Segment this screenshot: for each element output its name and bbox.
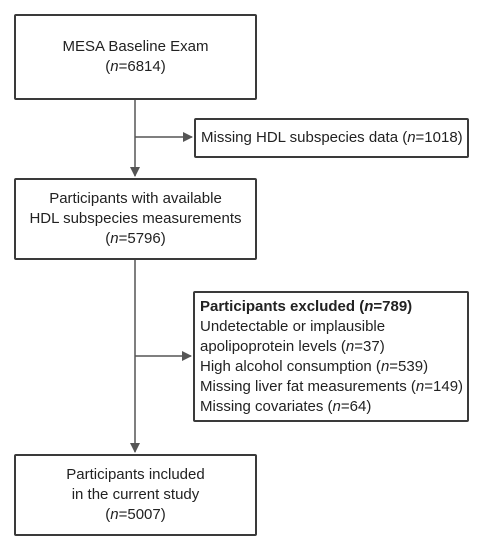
included-count: (n=5007) xyxy=(105,506,166,523)
available-hdl-count: (n=5796) xyxy=(105,230,166,247)
excluded-item-1: Undetectable or implausible xyxy=(200,318,386,335)
excluded-title: Participants excluded (n=789) xyxy=(200,298,413,315)
included-box: Participants included in the current stu… xyxy=(14,454,257,536)
baseline-exam-box: MESA Baseline Exam (n=6814) xyxy=(14,14,257,100)
excluded-item-4: Missing liver fat measurements (n=149) xyxy=(200,378,464,395)
baseline-exam-title: MESA Baseline Exam xyxy=(62,38,209,55)
baseline-exam-count: (n=6814) xyxy=(105,58,166,75)
missing-hdl-text: Missing HDL subspecies data (n=1018) xyxy=(201,129,463,146)
excluded-item-3: High alcohol consumption (n=539) xyxy=(200,358,429,375)
available-hdl-line-1: Participants with available xyxy=(49,190,222,207)
excluded-item-5: Missing covariates (n=64) xyxy=(200,398,372,415)
available-hdl-box: Participants with available HDL subspeci… xyxy=(14,178,257,260)
excluded-item-2: apolipoprotein levels (n=37) xyxy=(200,338,385,355)
included-line-2: in the current study xyxy=(71,486,200,503)
missing-hdl-box: Missing HDL subspecies data (n=1018) xyxy=(194,118,469,158)
available-hdl-line-2: HDL subspecies measurements xyxy=(29,210,242,227)
excluded-box: Participants excluded (n=789) Undetectab… xyxy=(193,291,469,422)
included-line-1: Participants included xyxy=(66,466,205,483)
